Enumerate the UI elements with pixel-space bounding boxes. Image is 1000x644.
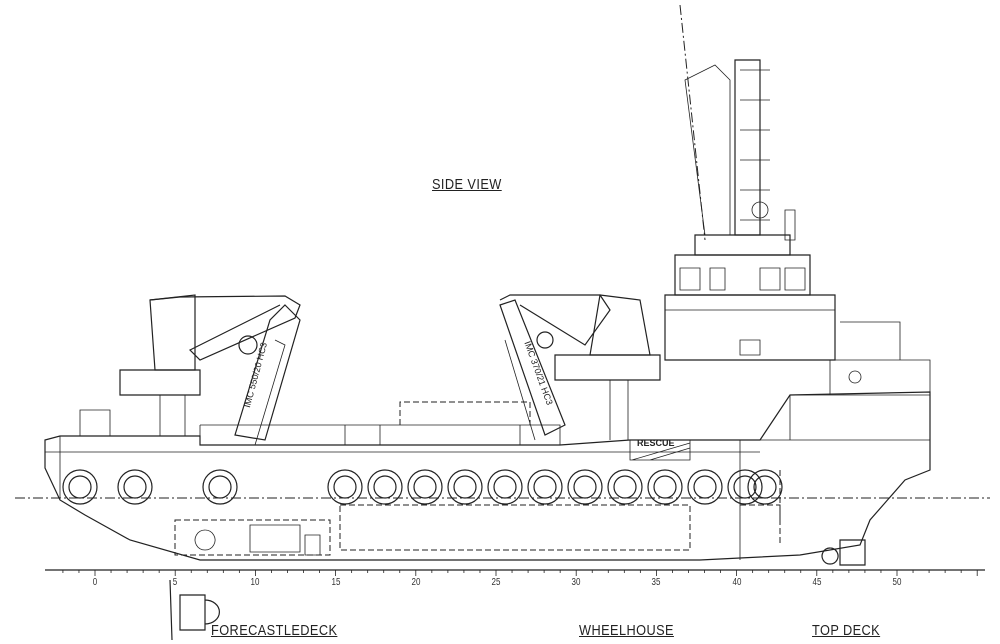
forward-box — [79, 409, 111, 437]
fender-tire — [727, 469, 763, 505]
container-outline — [399, 401, 531, 425]
view-label-wheelhouse: WHEELHOUSE — [579, 622, 674, 639]
rescue-label: RESCUE — [637, 438, 675, 448]
scale-tick-label: 25 — [491, 577, 501, 588]
side-view-title: SIDE VIEW — [432, 176, 502, 193]
scale-tick-label: 15 — [331, 577, 341, 588]
fender-tire — [493, 475, 517, 499]
fender-tire — [573, 475, 597, 499]
fender-tire — [533, 475, 557, 499]
scale-tick-label: 30 — [571, 577, 581, 588]
fender-tire — [613, 475, 637, 499]
fender-tire — [373, 475, 397, 499]
scale-tick-label: 35 — [651, 577, 661, 588]
fender-tire — [487, 469, 523, 505]
cargo-rail — [199, 424, 561, 445]
scale-tick-label: 0 — [92, 577, 98, 588]
porthole — [848, 370, 862, 384]
fender-tire — [68, 475, 92, 499]
fender-tire — [62, 469, 98, 505]
scale-ticks — [62, 570, 978, 576]
bow-thruster — [169, 579, 220, 641]
view-label-forecastledeck: FORECASTLEDECK — [211, 622, 338, 639]
fender-tire — [202, 469, 238, 505]
fender-tire — [117, 469, 153, 505]
aft-crane — [499, 294, 661, 441]
forward-crane — [119, 294, 301, 446]
fender-tire — [687, 469, 723, 505]
view-label-top-deck: TOP DECK — [812, 622, 881, 639]
fender-tire — [327, 469, 363, 505]
fender-tire — [123, 475, 147, 499]
stern-propeller — [821, 539, 866, 566]
rescue-boat-area — [629, 439, 691, 461]
fender-tire — [333, 475, 357, 499]
fender-tire — [647, 469, 683, 505]
fender-tire — [208, 475, 232, 499]
machinery-outline — [174, 504, 781, 556]
scale-tick-label: 20 — [411, 577, 421, 588]
fender-tire — [753, 475, 777, 499]
fender-tire — [407, 469, 443, 505]
aft-superstructure — [790, 359, 931, 396]
scale-tick-label: 10 — [250, 577, 260, 588]
fender-tire — [447, 469, 483, 505]
fender-tire — [413, 475, 437, 499]
wheelhouse-and-mast — [664, 4, 901, 361]
fender-tire — [747, 469, 783, 505]
fender-tire — [733, 475, 757, 499]
fender-tire — [527, 469, 563, 505]
scale-tick-label: 5 — [172, 577, 178, 588]
scale-tick-label: 40 — [732, 577, 742, 588]
fender-tire — [653, 475, 677, 499]
scale-tick-label: 50 — [892, 577, 902, 588]
deck-lines — [45, 395, 930, 560]
hull-outline — [44, 391, 931, 561]
fender-tire — [607, 469, 643, 505]
scale-tick-label: 45 — [812, 577, 822, 588]
engine-room — [194, 524, 321, 556]
fender-tire — [567, 469, 603, 505]
fender-tire — [367, 469, 403, 505]
fender-tire — [453, 475, 477, 499]
fender-tire — [693, 475, 717, 499]
fender-tires — [62, 469, 783, 505]
